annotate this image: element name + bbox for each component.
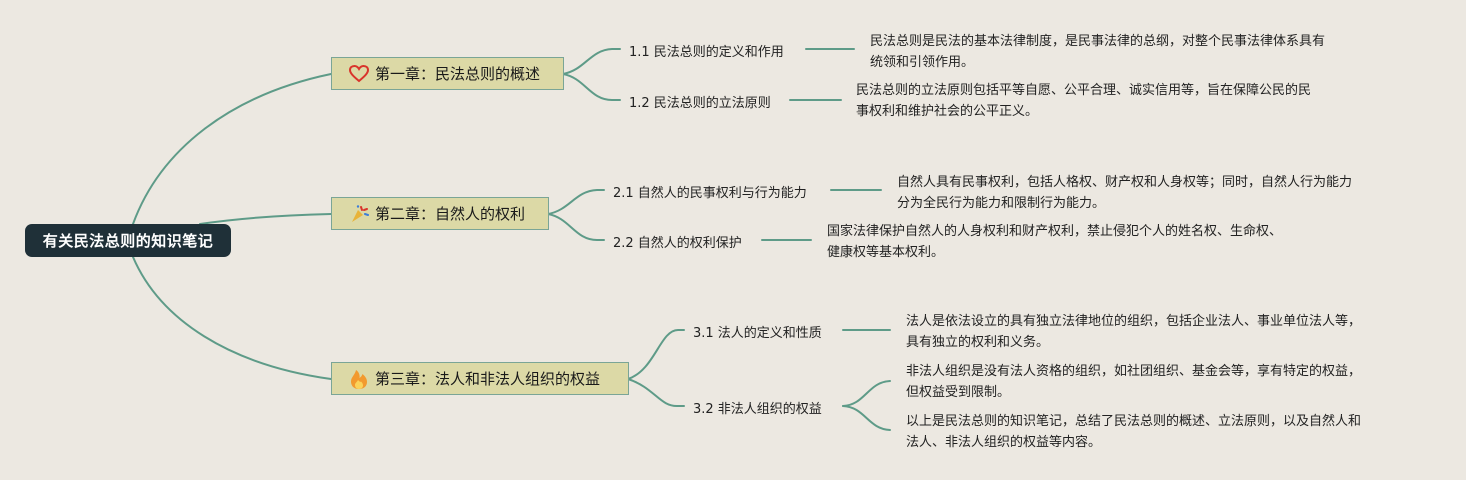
topic-1-1[interactable]: 1.1 民法总则的定义和作用: [629, 45, 784, 60]
edge-ch2-sub1: [547, 189, 605, 215]
topic-3-1-desc: 法人是依法设立的具有独立法律地位的组织，包括企业法人、事业单位法人等， 具有独立…: [906, 314, 1362, 350]
topic-3-2-desc: 非法人组织是没有法人资格的组织，如社团组织、基金会等，享有特定的权益， 但权益受…: [906, 364, 1362, 400]
edge-ch3-sub2: [627, 378, 685, 408]
edge-ch1-sub1: [562, 48, 621, 75]
party-popper-icon: [348, 203, 370, 225]
chapter-1-label: 第一章：民法总则的概述: [375, 65, 541, 83]
root-label: 有关民法总则的知识笔记: [42, 232, 214, 250]
chapter-3-label: 第三章：法人和非法人组织的权益: [375, 370, 601, 388]
topic-3-2[interactable]: 3.2 非法人组织的权益: [693, 402, 822, 417]
heart-icon: [348, 63, 370, 85]
topic-2-1-desc: 自然人具有民事权利，包括人格权、财产权和人身权等；同时，自然人行为能力 分为全民…: [897, 175, 1353, 211]
topic-3-1[interactable]: 3.1 法人的定义和性质: [693, 326, 822, 341]
edge-root-ch2: [199, 213, 332, 225]
topic-2-2-desc: 国家法律保护自然人的人身权利和财产权利，禁止侵犯个人的姓名权、生命权、 健康权等…: [827, 224, 1283, 260]
chapter-1-node[interactable]: 第一章：民法总则的概述: [331, 57, 564, 90]
fire-icon: [348, 368, 370, 390]
edge-root-ch1: [132, 73, 332, 225]
edge-ch3-desc2a: [842, 380, 891, 407]
chapter-3-node[interactable]: 第三章：法人和非法人组织的权益: [331, 362, 629, 395]
summary-desc: 以上是民法总则的知识笔记，总结了民法总则的概述、立法原则，以及自然人和 法人、非…: [906, 414, 1362, 450]
edge-ch3-sub1: [627, 329, 685, 380]
edge-ch3-desc2b: [842, 405, 891, 431]
edge-ch2-sub2: [547, 213, 605, 241]
chapter-2-node[interactable]: 第二章：自然人的权利: [331, 197, 549, 230]
topic-2-1[interactable]: 2.1 自然人的民事权利与行为能力: [613, 186, 807, 201]
chapter-2-label: 第二章：自然人的权利: [375, 205, 526, 223]
topic-2-2[interactable]: 2.2 自然人的权利保护: [613, 236, 742, 251]
topic-1-2[interactable]: 1.2 民法总则的立法原则: [629, 96, 771, 111]
topic-1-2-desc: 民法总则的立法原则包括平等自愿、公平合理、诚实信用等，旨在保障公民的民 事权利和…: [856, 83, 1312, 119]
edge-root-ch3: [132, 256, 332, 380]
topic-1-1-desc: 民法总则是民法的基本法律制度，是民事法律的总纲，对整个民事法律体系具有 统领和引…: [870, 34, 1326, 70]
root-node[interactable]: 有关民法总则的知识笔记: [25, 224, 231, 257]
edge-ch1-sub2: [562, 73, 621, 101]
